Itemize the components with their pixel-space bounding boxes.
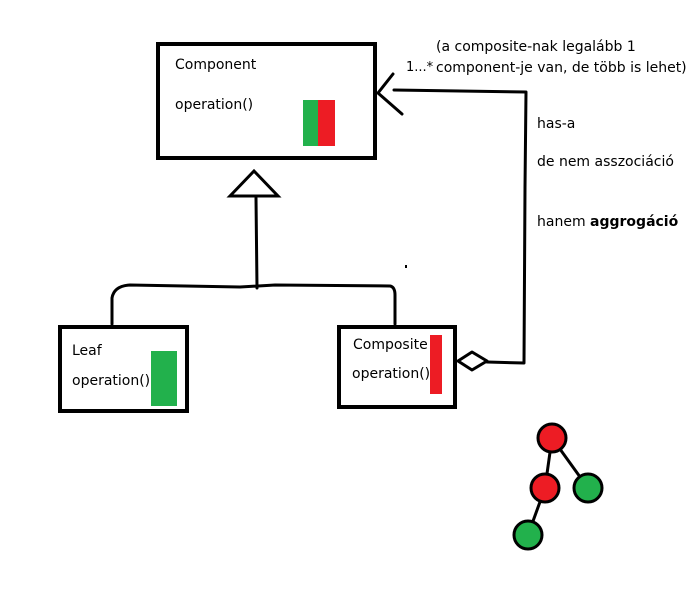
component-class-box [156, 42, 377, 160]
has-a-label: has-a [537, 116, 576, 132]
inheritance-triangle [226, 168, 282, 198]
tree-node-right [572, 472, 604, 504]
tree-node-left [529, 472, 561, 504]
aggregation-diamond [456, 350, 489, 372]
tree-node-root [536, 422, 568, 454]
stray-dot [405, 265, 407, 268]
component-green-marker [303, 100, 319, 146]
composite-class-name: Composite [353, 337, 428, 353]
tree-node-leaf [512, 519, 544, 551]
tree-nodes [512, 422, 604, 551]
leaf-green-marker [151, 351, 177, 406]
generalization-branch-line [110, 283, 397, 326]
not-association-label: de nem asszociáció [537, 154, 674, 170]
aggregation-note-line-2: component-je van, de több is lehet) [436, 60, 687, 76]
aggregation-label: hanem aggrogáció [537, 213, 678, 231]
composite-operation: operation() [352, 366, 431, 382]
leaf-class-name: Leaf [72, 343, 102, 359]
aggregation-note-line-1: (a composite-nak legalább 1 [436, 39, 636, 55]
component-operation: operation() [175, 97, 254, 113]
component-red-marker [318, 100, 335, 146]
aggregation-label-prefix: hanem [537, 214, 586, 230]
multiplicity-label: 1...* [406, 60, 434, 75]
leaf-class-box [58, 325, 189, 413]
generalization-trunk-line [254, 196, 259, 290]
composite-red-marker [430, 335, 442, 394]
aggregation-arrowhead [376, 72, 404, 116]
aggregation-line [392, 88, 528, 365]
composite-class-box [337, 325, 457, 409]
leaf-operation: operation() [72, 373, 151, 389]
component-class-name: Component [175, 57, 257, 73]
aggregation-label-emphasis: aggrogáció [590, 214, 679, 230]
